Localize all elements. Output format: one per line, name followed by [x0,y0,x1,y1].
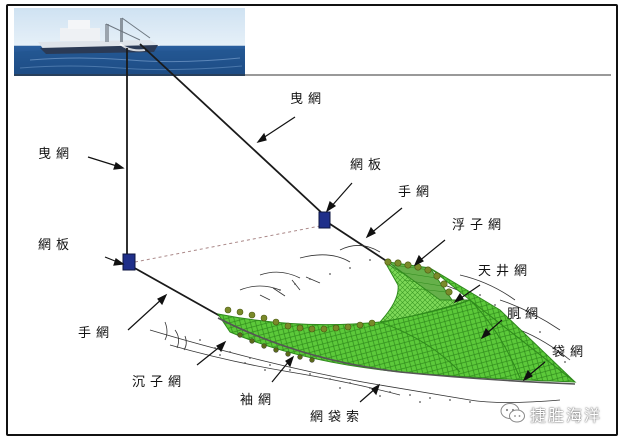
hand-net-left [130,265,221,317]
board-spread-line [134,225,321,263]
label-otter-board-left: 網板 [38,238,75,253]
float-row-headline [384,258,453,296]
label-cod-rope: 網袋索 [310,410,365,425]
label-hand-net-right: 手網 [398,185,435,200]
hand-net-right [326,221,389,263]
label-wing-net: 袖網 [240,393,277,408]
label-float-net: 浮子網 [452,218,507,233]
sinker-row [237,332,315,363]
label-warp-top: 曳網 [290,92,327,107]
otter-board-right [318,211,331,229]
otter-board-left [122,253,136,271]
label-arrows [87,116,546,403]
float-row-wing [224,306,376,333]
label-hand-net-left: 手網 [78,326,115,341]
sediment-dots [199,259,566,403]
label-warp-left: 曳網 [38,147,75,162]
wechat-icon [500,403,525,423]
watermark-text: 捷胜海洋 [530,406,603,425]
label-otter-board-right: 網板 [350,158,387,173]
warp-cable-right [139,43,324,215]
label-body-net: 胴網 [507,307,544,322]
trawl-net [216,261,577,385]
ship-photo [14,8,245,76]
label-cod-end: 袋網 [552,345,589,360]
label-square-net: 天井網 [478,264,533,279]
label-sinker-net: 沉子網 [132,375,187,390]
